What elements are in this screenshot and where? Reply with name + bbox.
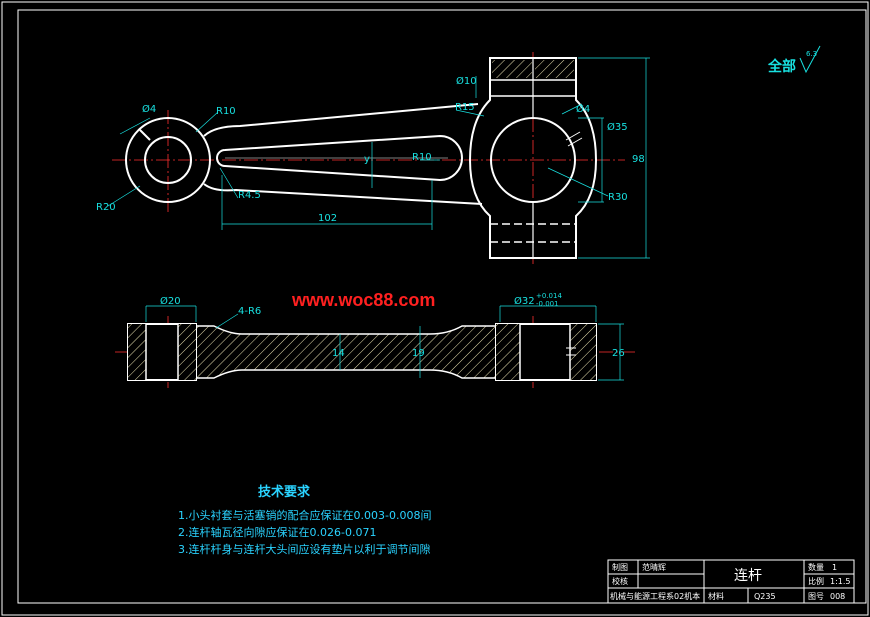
svg-text:-0.001: -0.001 [536,300,559,308]
svg-text:比例: 比例 [808,576,824,586]
svg-text:数量: 数量 [808,562,824,572]
svg-text:+0.014: +0.014 [536,292,562,300]
svg-text:4-R6: 4-R6 [238,306,261,317]
svg-text:y: y [364,154,370,165]
web-section [195,325,501,379]
watermark: www.woc88.com [291,290,435,310]
small-end-bore [144,136,192,184]
svg-text:R4.5: R4.5 [238,190,261,201]
svg-text:R10: R10 [412,152,432,163]
svg-text:R15: R15 [455,102,475,113]
svg-text:Ø20: Ø20 [160,295,181,307]
svg-text:R20: R20 [96,202,116,213]
svg-text:Ø35: Ø35 [607,121,628,133]
svg-text:19: 19 [412,348,425,359]
inner-frame [17,9,867,604]
top-view: Ø4 R10 R20 R4.5 102 y R10 R15 Ø10 Ø4 Ø35… [96,52,650,264]
svg-text:1:1.5: 1:1.5 [830,577,851,586]
tech-requirements: 技术要求 1.小头衬套与活塞销的配合应保证在0.003-0.008间 2.连杆轴… [178,484,431,556]
big-end-outline [468,57,598,259]
svg-text:Q235: Q235 [754,592,776,601]
side-view: Ø20 4-R6 Ø32 +0.014 -0.001 26 14 19 [115,292,635,388]
title-block-text: 制图 范晴辉 校核 机械与能源工程系02机本 连杆 数量 1 比例 1:1.5 … [610,562,851,601]
svg-text:98: 98 [632,154,645,165]
svg-text:2.连杆轴瓦径向隙应保证在0.026-0.071: 2.连杆轴瓦径向隙应保证在0.026-0.071 [178,525,376,539]
shank-slot [216,134,463,182]
svg-text:材料: 材料 [708,591,724,601]
svg-text:R10: R10 [216,106,236,117]
svg-text:6.3: 6.3 [806,50,817,58]
svg-text:Ø32: Ø32 [514,295,535,307]
svg-text:机械与能源工程系02机本: 机械与能源工程系02机本 [610,591,700,601]
svg-text:技术要求: 技术要求 [258,484,311,500]
svg-text:R30: R30 [608,192,628,203]
svg-text:校核: 校核 [612,576,628,586]
shank-outline [203,103,483,205]
small-end-outer [125,117,211,203]
svg-text:26: 26 [612,348,625,359]
svg-text:1: 1 [832,563,837,572]
svg-text:Ø10: Ø10 [456,75,477,87]
title-block [607,559,855,604]
svg-text:连杆: 连杆 [734,568,762,584]
svg-text:图号: 图号 [808,592,824,601]
svg-text:3.连杆杆身与连杆大头间应设有垫片以利于调节间隙: 3.连杆杆身与连杆大头间应设有垫片以利于调节间隙 [178,542,431,556]
svg-text:全部: 全部 [767,58,796,75]
roughness-symbol: 全部 6.3 [767,45,821,75]
svg-text:Ø4: Ø4 [142,103,156,115]
svg-text:102: 102 [318,213,337,224]
svg-text:Ø4: Ø4 [576,103,590,115]
svg-text:1.小头衬套与活塞销的配合应保证在0.003-0.008间: 1.小头衬套与活塞销的配合应保证在0.003-0.008间 [178,508,431,522]
svg-text:008: 008 [830,592,845,601]
svg-text:制图: 制图 [612,562,628,572]
svg-text:14: 14 [332,348,345,359]
svg-text:范晴辉: 范晴辉 [642,562,666,572]
